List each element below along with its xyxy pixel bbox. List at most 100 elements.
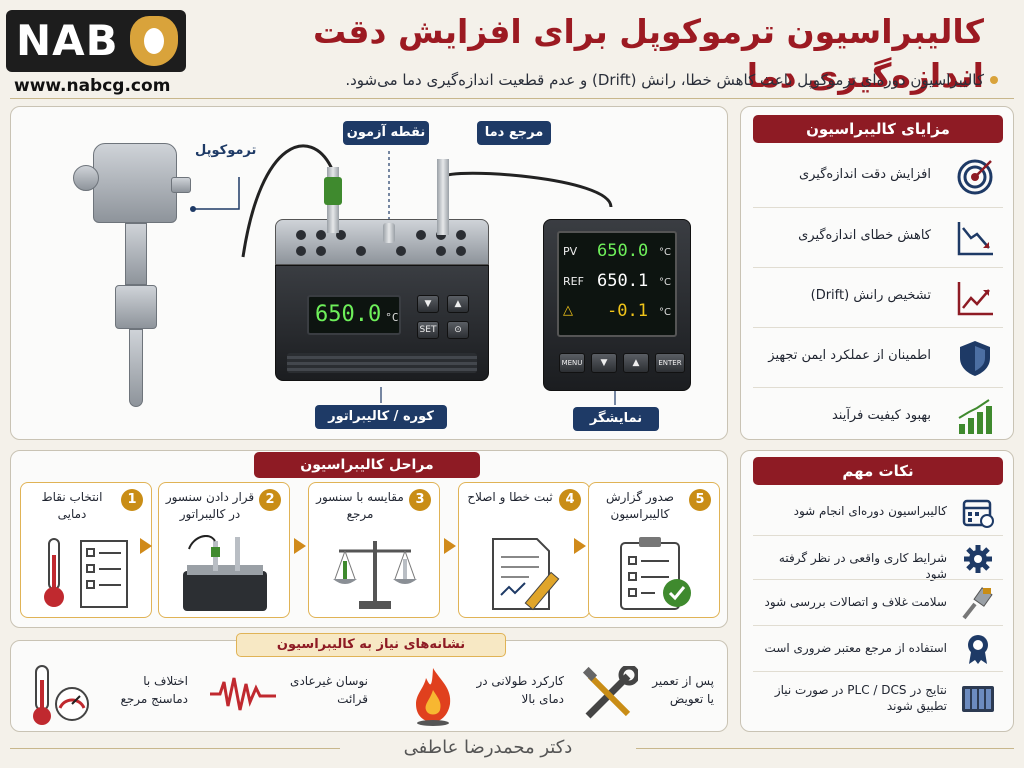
sign-label: نوسان غیرعادی قرائت: [290, 674, 368, 706]
display-row-unit: °C: [659, 307, 671, 318]
step-arrow: [294, 538, 306, 554]
thermocouple-label: ترموکوپل: [195, 143, 257, 158]
brand-logo: NAB: [6, 10, 186, 72]
step-label: قرار دادن سنسور در کالیبراتور: [165, 490, 255, 521]
gear-icon: [964, 545, 992, 573]
step-number: 4: [559, 489, 581, 511]
calibrator-lcd: 650.0°C: [307, 295, 401, 335]
benefit-label: اطمینان از عملکرد ایمن تجهیز: [768, 348, 931, 363]
signs-title: نشانه‌های نیاز به کالیبراسیون: [236, 633, 506, 657]
display-rows: PV 650.0 °C REF 650.1 °C △ -0.1 °C: [563, 239, 673, 329]
list-item: تشخیص رانش (Drift): [753, 267, 1003, 327]
list-item: اطمینان از عملکرد ایمن تجهیز: [753, 327, 1003, 387]
benefits-title: مزایای کالیبراسیون: [753, 115, 1003, 143]
thermometer-gauge-icon: [33, 665, 89, 725]
test-probe-handle: [324, 177, 342, 205]
list-item: سلامت غلاف و اتصالات بررسی شود: [753, 579, 1003, 625]
certificate-icon: [968, 635, 988, 664]
diagram-panel: ترموکوپل نقطه آزمون مرجع دما 650.0°C ▼ ▲…: [10, 106, 728, 440]
display-row-ref: REF 650.1 °C: [563, 269, 673, 299]
calibrator-up-button[interactable]: ▲: [447, 295, 469, 313]
shield-icon: [960, 341, 990, 376]
note-label: استفاده از مرجع معتبر ضروری است: [764, 641, 947, 655]
footer-divider-right: [636, 748, 1014, 749]
step-card: 5 صدور گزارش کالیبراسیون: [588, 482, 720, 618]
test-point-label: نقطه آزمون: [343, 121, 429, 145]
calibrator-label: کوره / کالیبراتور: [315, 405, 447, 429]
note-label: شرایط کاری واقعی در نظر گرفته شود: [778, 551, 947, 581]
footer-author: دکتر محمدرضا عاطفی: [403, 737, 573, 758]
calendar-icon: [962, 499, 994, 528]
display-label: نمایشگر: [573, 407, 659, 431]
calibrator-reading: 650.0: [315, 302, 382, 327]
footer-divider-left: [10, 748, 340, 749]
step-label: مقایسه با سنسور مرجع: [316, 490, 404, 521]
calibrator-power-button[interactable]: ⊙: [447, 321, 469, 339]
clipboard-check-icon: [620, 537, 691, 610]
benefit-label: بهبود کیفیت فرآیند: [831, 408, 931, 423]
display-menu-button[interactable]: MENU: [559, 353, 585, 373]
note-label: کالیبراسیون دوره‌ای انجام شود: [793, 504, 947, 518]
display-row-unit: °C: [659, 277, 671, 288]
display-screen: [557, 231, 677, 337]
apple-icon: [130, 16, 178, 66]
list-item: نتایج در PLC / DCS در صورت نیاز تطبیق شو…: [753, 671, 1003, 729]
note-label: سلامت غلاف و اتصالات بررسی شود: [764, 595, 947, 609]
list-item: کاهش خطای اندازه‌گیری: [753, 207, 1003, 267]
benefit-label: افزایش دقت اندازه‌گیری: [798, 167, 931, 182]
head-port: [171, 177, 191, 193]
step-label: صدور گزارش کالیبراسیون: [605, 490, 674, 521]
reference-probe: [437, 159, 449, 235]
benefits-panel: مزایای کالیبراسیون افزایش دقت اندازه‌گیر…: [740, 106, 1014, 440]
display-row-label: REF: [563, 275, 584, 288]
benefit-label: تشخیص رانش (Drift): [810, 288, 931, 303]
sign-label: کارکرد طولانی در دمای بالا: [476, 674, 564, 706]
balance-scale-icon: [333, 541, 417, 609]
calibrator-unit: °C: [385, 311, 399, 324]
display-row-value: 650.1: [597, 271, 649, 291]
display-row-label: △: [563, 303, 573, 318]
growth-bars-icon: [958, 399, 992, 434]
test-insert: [383, 223, 395, 243]
trend-chart-icon: [957, 282, 993, 316]
step-arrow: [574, 538, 586, 554]
display-row-delta: △ -0.1 °C: [563, 299, 673, 329]
step-number: 3: [409, 489, 431, 511]
calibrator-down-button[interactable]: ▼: [417, 295, 439, 313]
process-fitting: [115, 285, 157, 329]
thermocouple-head: [93, 143, 177, 223]
step-label: ثبت خطا و اصلاح: [467, 490, 553, 504]
thermometer-checklist-icon: [44, 538, 128, 608]
tools-icon: [582, 666, 638, 719]
document-pencil-icon: [492, 538, 560, 611]
display-down-button[interactable]: ▼: [591, 353, 617, 373]
display-up-button[interactable]: ▲: [623, 353, 649, 373]
calibrator-set-button[interactable]: SET: [417, 321, 439, 339]
logo-text: NAB: [16, 16, 119, 65]
step-card: 3 مقایسه با سنسور مرجع: [308, 482, 440, 618]
header-divider: [10, 98, 1014, 99]
list-item: بهبود کیفیت فرآیند: [753, 387, 1003, 447]
page-title: کالیبراسیون ترموکوپل برای افزایش دقت اند…: [312, 12, 984, 95]
list-item: افزایش دقت اندازه‌گیری: [753, 147, 1003, 207]
sign-item: اختلاف با دماسنج مرجع: [28, 660, 198, 730]
display-row-value: 650.0: [597, 241, 649, 261]
step-number: 5: [689, 489, 711, 511]
sign-item: پس از تعمیر یا تعویض: [580, 660, 720, 730]
list-item: شرایط کاری واقعی در نظر گرفته شود: [753, 535, 1003, 581]
step-arrow: [444, 538, 456, 554]
extension-neck: [125, 223, 147, 285]
website-link[interactable]: www.nabcg.com: [14, 76, 171, 96]
display-row-label: PV: [563, 245, 578, 258]
step-arrow: [140, 538, 152, 554]
list-item: کالیبراسیون دوره‌ای انجام شود: [753, 489, 1003, 535]
display-enter-button[interactable]: ENTER: [655, 353, 685, 373]
step-number: 2: [259, 489, 281, 511]
step-card: 1 انتخاب نقاط دمایی: [20, 482, 152, 618]
step-card: 2 قرار دادن سنسور در کالیبراتور: [158, 482, 290, 618]
list-item: استفاده از مرجع معتبر ضروری است: [753, 625, 1003, 671]
flame-icon: [416, 668, 451, 726]
display-row-pv: PV 650.0 °C: [563, 239, 673, 269]
probe-icon: [962, 587, 993, 620]
calibrator-vents: [287, 353, 477, 373]
